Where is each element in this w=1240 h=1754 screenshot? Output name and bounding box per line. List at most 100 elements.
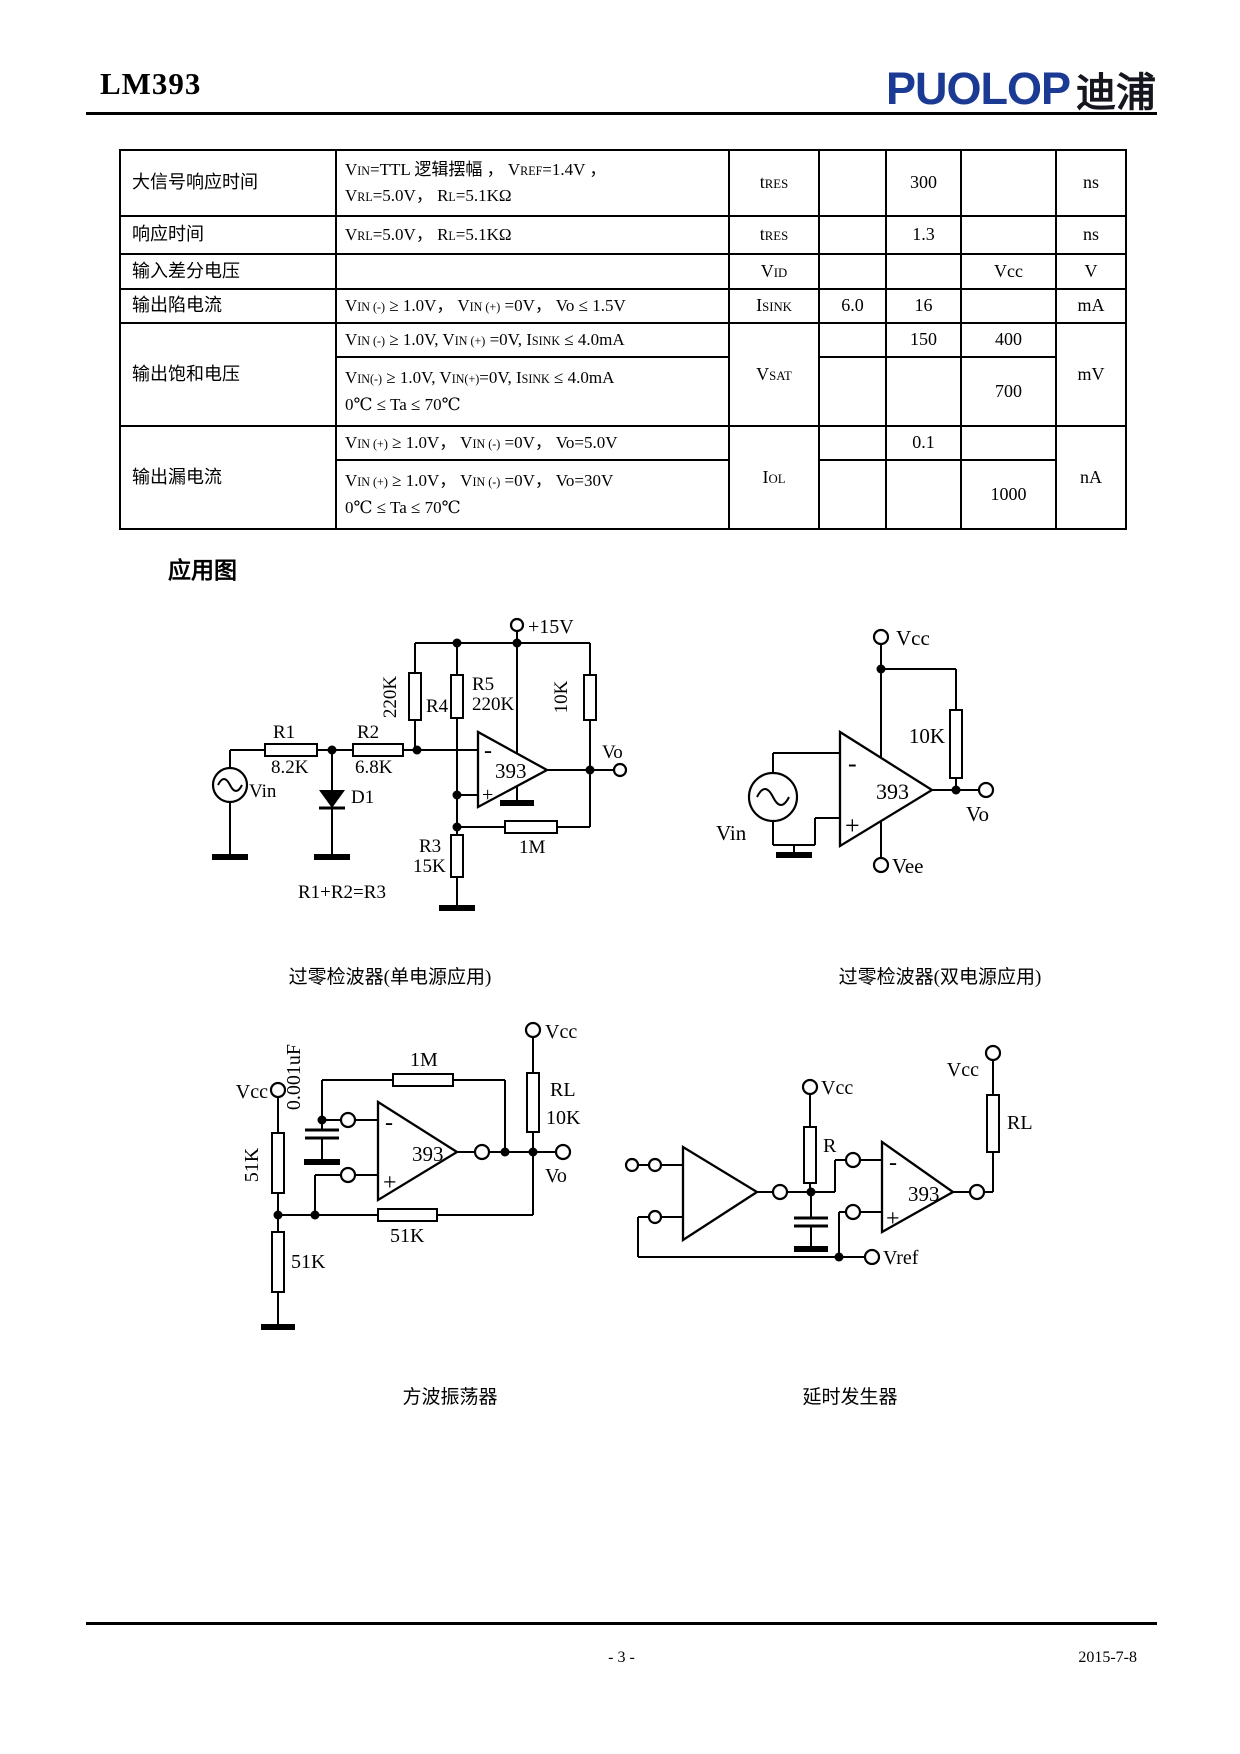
r1-value: 8.2K (271, 757, 309, 778)
unit-cell: ns (1055, 215, 1127, 255)
symbol-cell: tRES (728, 149, 820, 217)
resistor-r4 (408, 672, 422, 721)
wires (277, 1037, 556, 1325)
junction-dot (806, 1187, 816, 1197)
comparator-plus: + (383, 1170, 397, 1196)
vo-label: Vo (966, 802, 989, 826)
caption-zero-crossing-dual: 过零检波器(双电源应用) (838, 967, 1042, 988)
typ-cell: 1.3 (885, 215, 962, 255)
max-cell (960, 425, 1057, 461)
wires (772, 644, 979, 858)
typ-cell: 150 (885, 322, 962, 358)
vin-label: Vin (249, 781, 277, 802)
comparator-label: 393 (908, 1182, 940, 1206)
table-row: VIN(-) ≥ 1.0V, VIN(+)=0V, ISINK ≤ 4.0mA … (120, 356, 1126, 427)
sine-icon (217, 778, 243, 792)
min-cell: 6.0 (818, 288, 887, 324)
min-cell (818, 322, 887, 358)
comparator-393 (838, 729, 935, 849)
resistor-1m (392, 1073, 454, 1087)
r-label: R (823, 1135, 837, 1157)
rl-label: RL (550, 1079, 576, 1101)
unit-cell: V (1055, 253, 1127, 290)
output-terminal (977, 781, 995, 799)
max-cell (960, 288, 1057, 324)
r1-label: R1 (273, 722, 295, 743)
max-cell (960, 149, 1057, 217)
resistor-r (803, 1126, 817, 1184)
plus-input-pin (339, 1166, 357, 1184)
r51k-upper-rot: 51K (241, 1147, 263, 1182)
symbol-cell: IOL (728, 425, 820, 530)
wires (229, 631, 614, 905)
circuit-zero-crossing-dual-supply: - + 393 Vcc Vee 10K Vin Vo (716, 626, 995, 878)
brand-logo-chinese: 迪浦 (1076, 71, 1156, 115)
resistor-1m (504, 820, 558, 834)
footer-rule (86, 1622, 1157, 1625)
buffer-stage (681, 1144, 760, 1243)
r3-label: R3 (419, 836, 441, 857)
min-cell (818, 253, 887, 290)
comparator-label: 393 (412, 1142, 444, 1166)
vcc-right-label: Vcc (545, 1021, 577, 1043)
resistor-10k (949, 709, 963, 779)
junction-dots (273, 1115, 538, 1220)
caption-delay-generator: 延时发生器 (802, 1387, 898, 1408)
circuit-zero-crossing-single-supply: +15V - + 393 R1 8.2K R2 6.8K D1 Vin 220K… (211, 616, 628, 911)
vo-label: Vo (602, 742, 623, 763)
max-cell (960, 215, 1057, 255)
typ-cell (885, 253, 962, 290)
junction-dot (834, 1252, 844, 1262)
r5-label: R5 (472, 674, 494, 695)
vcc-right-label: Vcc (947, 1059, 979, 1081)
capacitor (794, 1216, 828, 1228)
minus-input-pin (844, 1151, 862, 1169)
footer-date: 2015-7-8 (1078, 1649, 1137, 1666)
supply-terminal (509, 617, 525, 633)
max-cell: Vcc (960, 253, 1057, 290)
param-cell: 输出饱和电压 (119, 322, 337, 427)
table-row: 输出饱和电压 VIN (-) ≥ 1.0V, VIN (+) =0V, ISIN… (119, 322, 1127, 427)
resistor-r3 (450, 834, 464, 878)
rf-label: 1M (519, 837, 546, 858)
comparator-minus: - (484, 738, 492, 764)
input-terminal (624, 1157, 640, 1173)
resistor-rl (526, 1072, 540, 1133)
comparator-minus: - (385, 1110, 393, 1136)
cap-value-rot: 0.001uF (283, 1044, 305, 1110)
param-cell: 输出漏电流 (119, 425, 337, 530)
spec-table: 大信号响应时间 VIN=TTL 逻辑摆幅 ， VREF=1.4V ， VRL=5… (119, 149, 1127, 530)
unit-cell: ns (1055, 149, 1127, 217)
ground-symbols (212, 800, 534, 911)
min-cell (818, 149, 887, 217)
cond-cell: VIN (-) ≥ 1.0V， VIN (+) =0V， Vo ≤ 1.5V (335, 288, 730, 324)
resistor-51k-lower (271, 1231, 285, 1293)
diode-d1 (319, 790, 345, 810)
symbol-cell: VSAT (728, 322, 820, 427)
resistor-r5 (450, 674, 464, 719)
resistor-51k-upper (271, 1132, 285, 1194)
note-label: R1+R2=R3 (298, 882, 386, 903)
comparator-plus: + (482, 784, 493, 806)
vcc-mid-terminal (801, 1078, 819, 1096)
part-number: LM393 (100, 66, 202, 101)
table-row: VIN (+) ≥ 1.0V， VIN (-) =0V， Vo=30V 0℃ ≤… (120, 459, 1126, 530)
cond-cell (335, 253, 730, 290)
min-cell (818, 425, 887, 461)
page-number: - 3 - (608, 1649, 635, 1666)
unit-cell: mV (1055, 322, 1127, 427)
applications-heading: 应用图 (168, 558, 237, 583)
header-rule (86, 112, 1157, 115)
ac-source (211, 766, 249, 804)
r2-label: R2 (357, 722, 379, 743)
symbol-cell: tRES (728, 215, 820, 255)
output-terminal (612, 762, 628, 778)
vee-terminal (872, 856, 890, 874)
min-cell (818, 215, 887, 255)
param-cell: 输入差分电压 (119, 253, 337, 290)
resistor-r1 (264, 743, 318, 757)
brand-logo-latin: PUOLOP (885, 63, 1071, 114)
typ-cell: 300 (885, 149, 962, 217)
junction-dots (327, 638, 595, 832)
